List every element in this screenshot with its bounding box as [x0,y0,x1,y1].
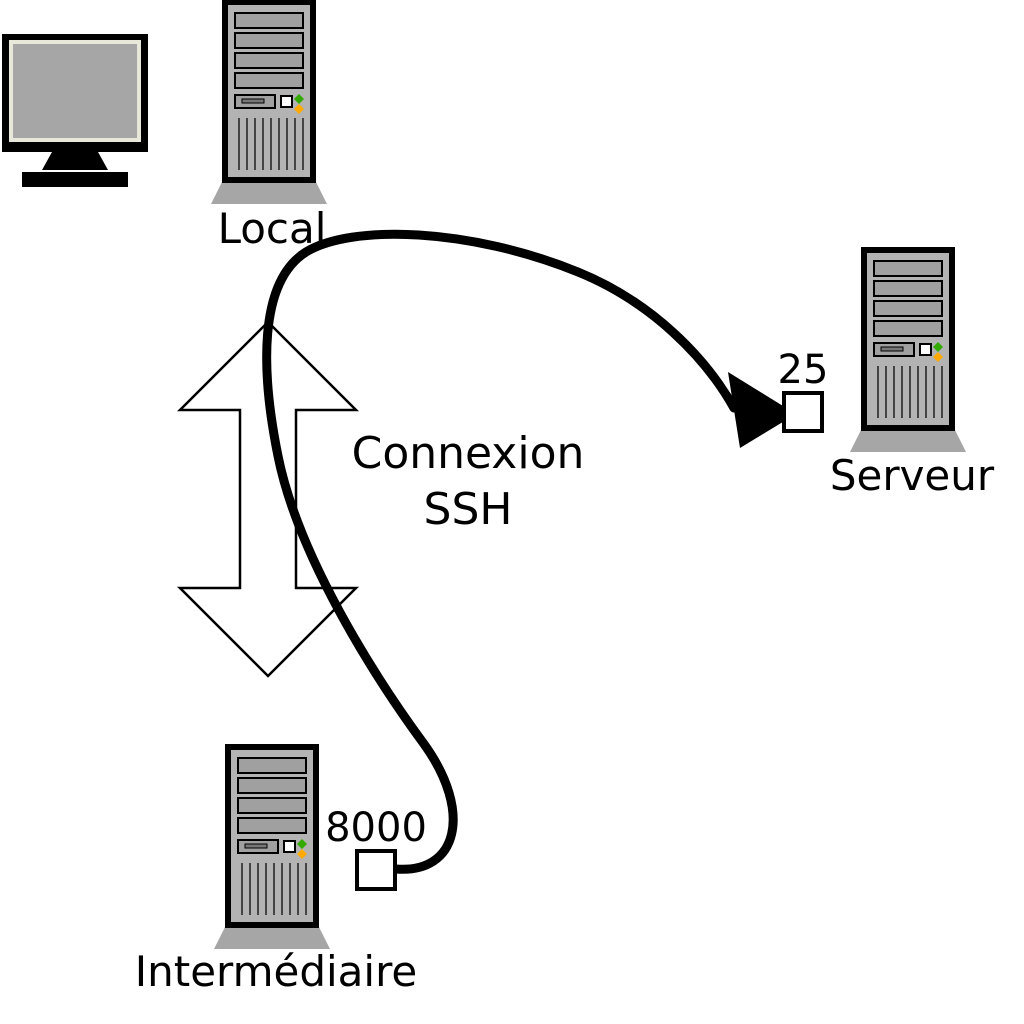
connection-label-line2: SSH [424,484,513,535]
port-8000-label: 8000 [325,805,427,851]
intermediaire-label: Intermédiaire [135,947,418,996]
monitor-icon [0,32,150,189]
serveur-label: Serveur [830,451,995,500]
port-25-label: 25 [778,347,829,393]
intermediaire-computer-icon [214,747,330,949]
tunnel-arrowhead-icon [728,372,796,448]
ssh-tunnel-curve [262,229,739,874]
local-computer-icon [211,2,327,204]
local-label: Local [218,204,327,253]
connection-label-line1: Connexion [352,428,585,479]
port-8000-socket [355,849,397,891]
serveur-computer-icon [850,250,966,452]
port-25-socket [782,391,824,433]
double-headed-arrow-icon [176,320,360,678]
